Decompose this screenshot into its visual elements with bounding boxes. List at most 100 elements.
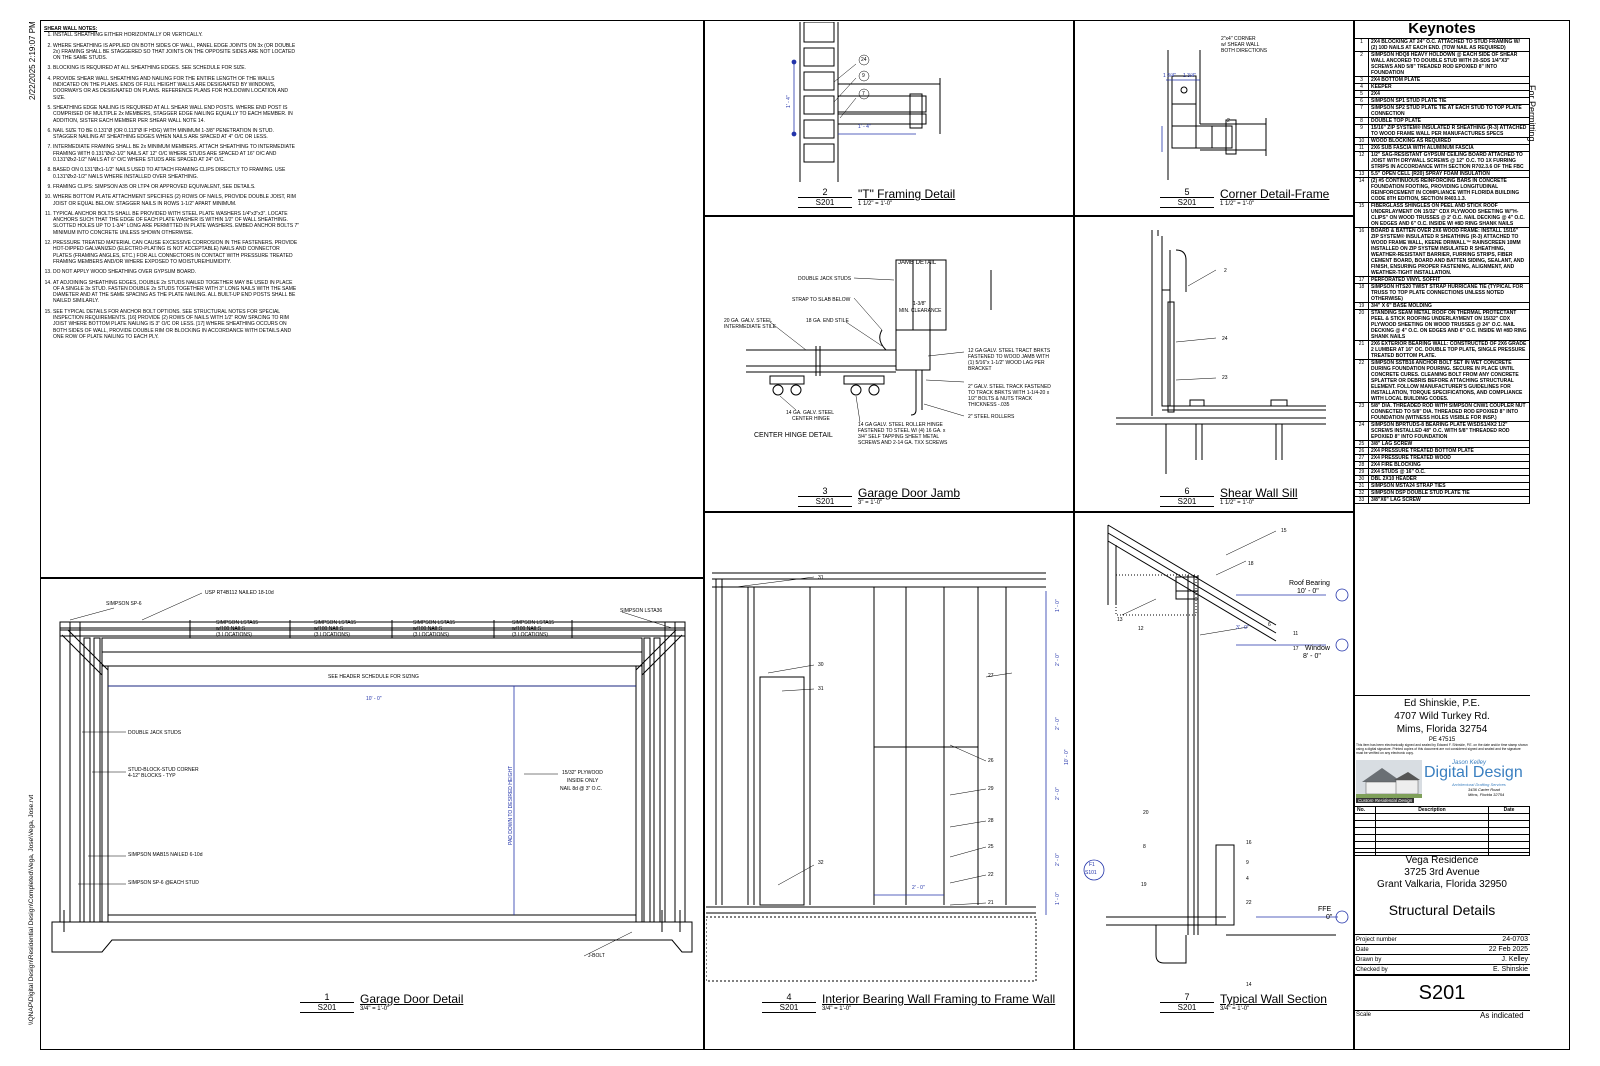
detail-scale: 1 1/2" = 1'-0"	[858, 201, 893, 207]
garage-label: (3 LOCATIONS)	[314, 632, 351, 638]
jamb-label: 2" STEEL ROLLERS	[968, 414, 1015, 420]
firm-logo: Jason Kelley Digital Design Architectura…	[1356, 760, 1528, 804]
detail-sheet: S201	[1160, 1003, 1214, 1013]
sheet-number: S201	[1418, 982, 1466, 1004]
keynote-number: 33	[1354, 496, 1369, 504]
bearing-tag: 31	[818, 686, 824, 692]
section-tag: 8	[1143, 844, 1146, 850]
seal-note: This item has been electronically signed…	[1356, 743, 1528, 755]
keynote-number: 11	[1354, 144, 1369, 152]
jamb-label: 18 GA. END STILE	[806, 318, 849, 324]
jamb-label: 14 GA. GALV. STEEL	[786, 410, 835, 416]
keynote-text: KEEPER	[1368, 83, 1530, 91]
section-tag: 16	[1246, 840, 1252, 846]
keynote-text: 15/16" ZIP SYSTEM® INSULATED R SHEATHING…	[1368, 124, 1530, 138]
corner-tag: 2	[1227, 118, 1230, 124]
keynote-number: 24	[1354, 421, 1369, 441]
divider	[1354, 975, 1530, 976]
garage-label: SIMPSON LSTA36	[620, 608, 663, 614]
keynote-text: SIMPSON SP2 STUD PLATE TIE AT EACH STUD …	[1368, 104, 1530, 118]
keynote-text: PERFORATED VINYL SOFFIT	[1368, 276, 1530, 284]
detail-title: Garage Door Jamb	[858, 486, 961, 500]
jamb-label: 1/2" BOLTS & NUTS TRACK	[968, 396, 1033, 402]
tframe-tag: 24	[861, 57, 867, 63]
keynote-text: STANDING SEAM METAL ROOF ON THERMAL PROT…	[1368, 309, 1530, 341]
section-callout: S101	[1085, 870, 1097, 876]
jamb-label: INTERMEDIATE STILE	[724, 324, 777, 330]
keynote-text: FIBERGLASS SHINGLES ON PEEL AND STICK RO…	[1368, 202, 1530, 228]
keynote-number: 9	[1354, 124, 1369, 138]
bearing-tag: 26	[988, 758, 994, 764]
detail-number: 3	[798, 486, 852, 497]
bearing-tag: 28	[988, 818, 994, 824]
typical-wall-section-drawing	[1083, 524, 1349, 964]
garage-label: SIMPSON LSTA15	[216, 620, 259, 626]
corner-detail-drawing	[1161, 50, 1267, 180]
bearing-tag: 31	[818, 575, 824, 581]
keynote-text: DOUBLE TOP PLATE	[1368, 117, 1530, 125]
keynote-text: 2X4 BOTTOM PLATE	[1368, 76, 1530, 84]
info-value: 24-0703	[1443, 935, 1530, 945]
bearing-tag: 32	[818, 860, 824, 866]
revision-header: No.	[1354, 806, 1376, 814]
firm-sub: Architectural Drafting Services	[1452, 782, 1506, 787]
detail-sheet: S201	[1160, 497, 1214, 507]
jamb-label: MIN. CLEARANCE	[899, 308, 942, 314]
jamb-label: 3/4" SELF TAPPING SHEET METAL	[858, 434, 940, 440]
t-framing-detail-drawing	[791, 22, 941, 182]
jamb-label: CENTER HINGE DETAIL	[754, 432, 833, 439]
jamb-label: TO TRACK BRKTS WITH 1-1/4-20 x	[968, 390, 1050, 396]
garage-pad-label: PAD DOWN TO DESIRED HEIGHT	[508, 765, 514, 845]
detail-title: Corner Detail-Frame	[1220, 187, 1330, 201]
keynote-number: 8	[1354, 117, 1369, 125]
jamb-label: JAMB DETAIL	[898, 260, 937, 266]
section-tag: 14	[1246, 982, 1252, 988]
note-item: AT ADJOINING SHEATHING EDGES, DOUBLE 2x …	[53, 280, 299, 305]
bearing-tag: 27	[988, 673, 994, 679]
section-tag: 22	[1246, 900, 1252, 906]
sill-tag: 23	[1222, 375, 1228, 381]
project-address: Grant Valkaria, Florida 32950	[1377, 879, 1507, 890]
tframe-dim-horiz: 1' - 4"	[858, 124, 871, 130]
corner-dim: 1 3/4"	[1183, 73, 1196, 79]
keynote-number: 26	[1354, 447, 1369, 455]
note-item: INTERMEDIATE FRAMING SHALL BE 2x MINIMUM…	[53, 144, 299, 163]
divider	[703, 20, 705, 1050]
jamb-label: 14 GA GALV. STEEL ROLLER HINGE	[858, 422, 943, 428]
garage-label: DOUBLE JACK STUDS	[128, 730, 182, 736]
bearing-tag: 21	[988, 900, 994, 906]
keynote-number: 14	[1354, 177, 1369, 203]
keynote-text: SIMPSON HDQ8 HEAVY HOLDOWN @ EACH SIDE O…	[1368, 51, 1530, 77]
garage-label: 4-12" BLOCKS - TYP	[128, 773, 176, 779]
keynote-number: 31	[1354, 482, 1369, 490]
keynote-text: 2X4 PRESSURE TREATED BOTTOM PLATE	[1368, 447, 1530, 455]
note-item: PROVIDE SHEAR WALL SHEATHING AND NAILING…	[53, 76, 299, 101]
garage-label: USP RT4B112 NAILED 18-10d	[205, 590, 274, 596]
note-item: FRAMING CLIPS: SIMPSON A35 OR LTP4 OR AP…	[53, 184, 299, 190]
engineer-address: 4707 Wild Turkey Rd.	[1394, 711, 1490, 722]
ffe-label: FFE	[1318, 906, 1332, 913]
section-tag: 6	[1268, 622, 1271, 628]
jamb-label: FASTENED TO WOOD JAMB WITH	[968, 354, 1049, 360]
jamb-label: BRACKET	[968, 366, 992, 372]
corner-note: 2"x4" CORNER	[1221, 36, 1256, 42]
detail-sheet: S201	[798, 497, 852, 507]
garage-label: (3 LOCATIONS)	[413, 632, 450, 638]
keynote-text: SIMPSON HTS20 TWIST STRAP HURRICANE TIE …	[1368, 283, 1530, 303]
garage-label: 15/32" PLYWOOD	[562, 770, 603, 776]
keynote-text: SIMPSON MSTA24 STRAP TIES	[1368, 482, 1530, 490]
garage-door-jamb-drawing	[746, 259, 992, 423]
bearing-tag: 29	[988, 786, 994, 792]
